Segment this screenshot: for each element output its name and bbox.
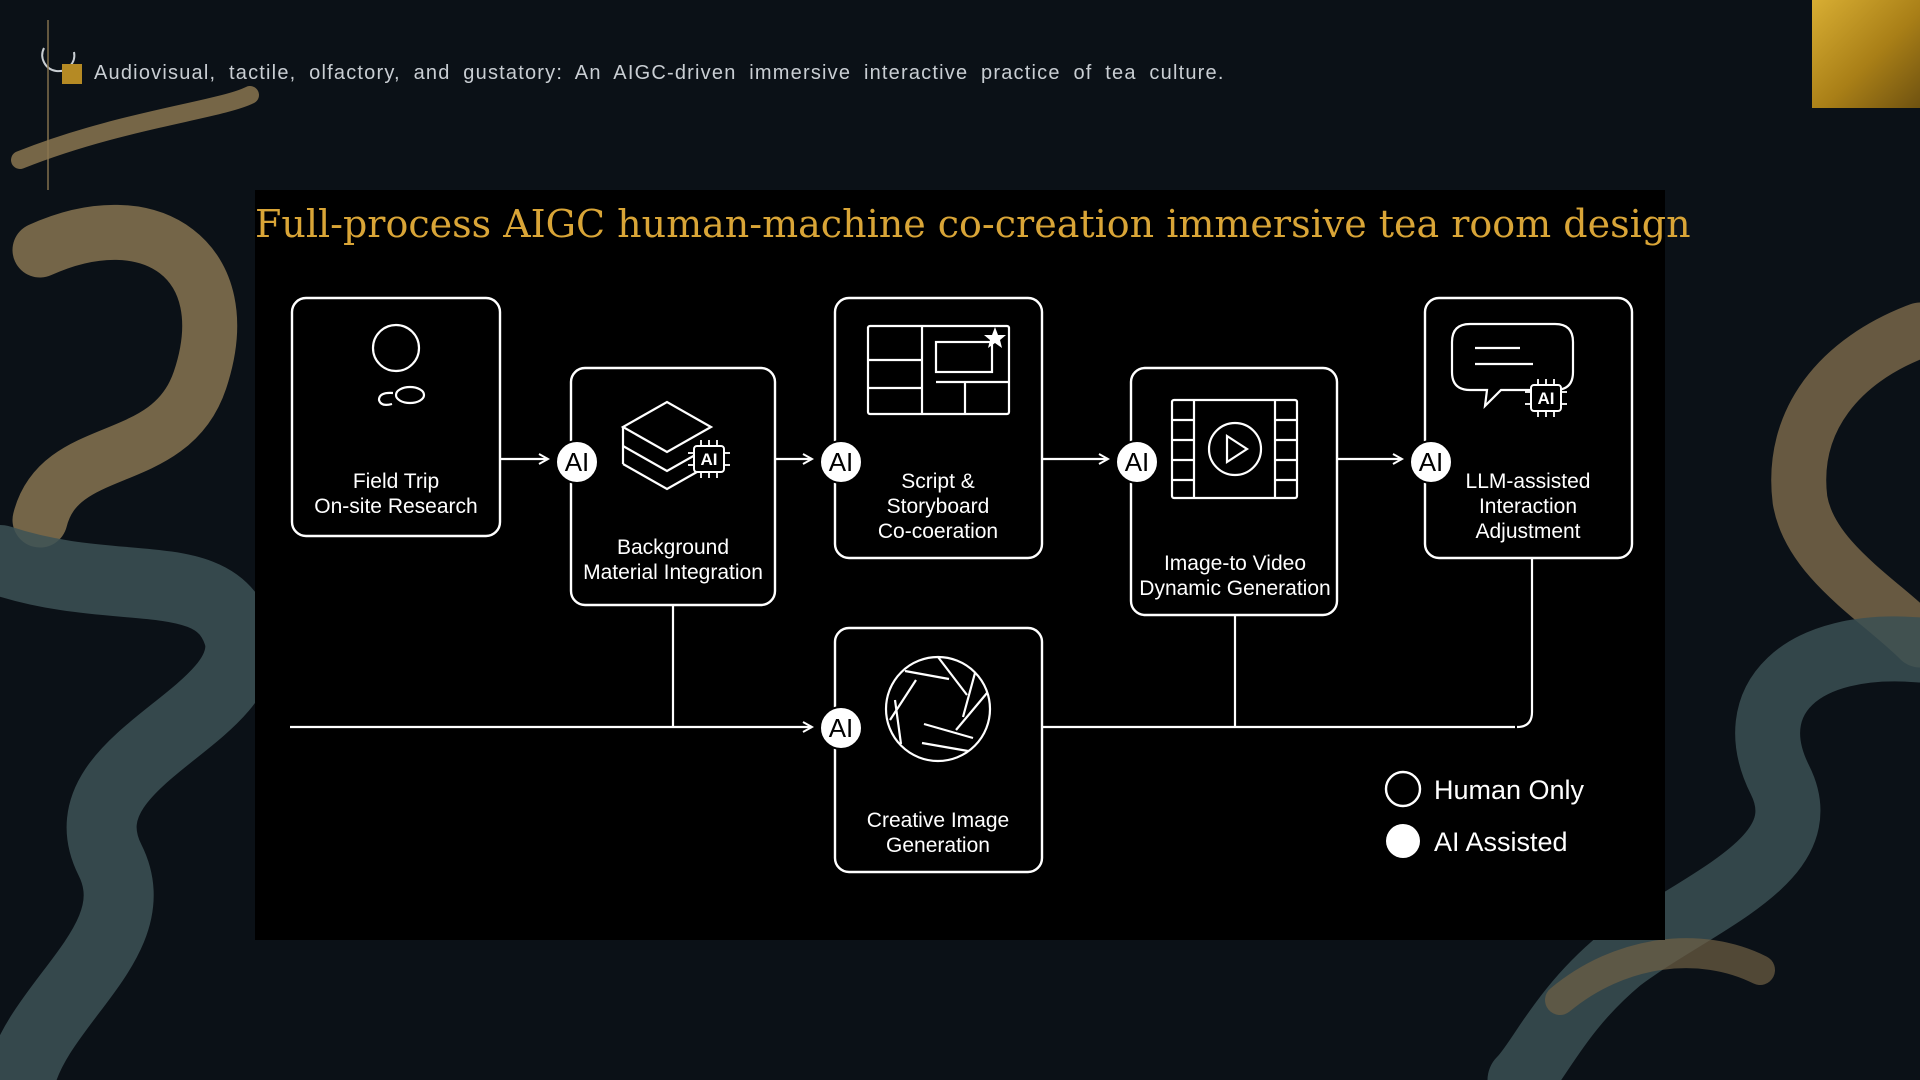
- diagram-title: Full-process AIGC human-machine co-creat…: [255, 202, 1691, 246]
- ai-badge-label-2: AI: [829, 447, 854, 477]
- ai-badge-2: AI: [819, 440, 863, 484]
- legend-ai-assisted-label: AI Assisted: [1434, 827, 1568, 857]
- ai-chip-icon-layers: AI: [688, 440, 730, 478]
- node-creative: [833, 626, 1044, 874]
- ai-badge-label-5: AI: [829, 713, 854, 743]
- ai-chip-label-chat: AI: [1538, 389, 1555, 408]
- corner-circle-ornament: [41, 47, 76, 73]
- line-llm-down: [1516, 559, 1534, 729]
- ai-badge-1: AI: [555, 440, 599, 484]
- label-script-3: Co-coeration: [878, 520, 998, 543]
- ai-badge-label-3: AI: [1125, 447, 1150, 477]
- ai-chip-label-layers: AI: [701, 450, 718, 469]
- gold-corner-block: [1812, 0, 1920, 108]
- legend: Human Only AI Assisted: [1384, 770, 1585, 858]
- ai-badge-3: AI: [1115, 440, 1159, 484]
- ai-badge-label-4: AI: [1419, 447, 1444, 477]
- brush-stroke-gold-left-2: [12, 204, 238, 548]
- label-llm-3: Adjustment: [1475, 520, 1580, 543]
- label-script-2: Storyboard: [887, 495, 990, 518]
- brush-stroke-gold-right-2: [1545, 938, 1775, 1015]
- label-background-1: Background: [617, 536, 729, 559]
- flow-diagram: AI AI Field Trip On-site Research Backgr…: [290, 296, 1634, 874]
- star-icon: [984, 327, 1006, 348]
- ai-badge-label-1: AI: [565, 447, 590, 477]
- brush-stroke-teal-left: [0, 525, 276, 1080]
- brush-stroke-gold-left: [11, 86, 259, 169]
- node-field-trip: [290, 296, 502, 538]
- label-image-video-1: Image-to Video: [1164, 552, 1306, 575]
- ai-chip-icon-chat: AI: [1525, 379, 1567, 417]
- storyboard-icon: [866, 324, 1011, 416]
- label-creative-2: Generation: [886, 834, 990, 857]
- node-image-video: [1129, 366, 1339, 617]
- label-field-trip-1: Field Trip: [353, 470, 439, 493]
- aperture-icon: [884, 655, 992, 763]
- label-image-video-2: Dynamic Generation: [1139, 577, 1330, 600]
- legend-human-only-marker: [1384, 770, 1422, 808]
- film-play-icon: [1170, 398, 1299, 500]
- node-script: [833, 296, 1044, 560]
- label-background-2: Material Integration: [583, 561, 763, 584]
- legend-human-only-label: Human Only: [1434, 775, 1585, 805]
- diagram-panel: AI AI Field Trip On-site Research Backgr…: [255, 190, 1691, 940]
- label-script-1: Script &: [901, 470, 975, 493]
- brush-stroke-gold-right: [1771, 302, 1920, 668]
- label-llm-1: LLM-assisted: [1466, 470, 1591, 493]
- ai-badge-4: AI: [1409, 440, 1453, 484]
- label-llm-2: Interaction: [1479, 495, 1577, 518]
- ai-badge-5: AI: [819, 706, 863, 750]
- label-creative-1: Creative Image: [867, 809, 1009, 832]
- legend-ai-assisted-marker: [1386, 824, 1420, 858]
- subtitle-bullet: [62, 64, 82, 84]
- page-subtitle: Audiovisual, tactile, olfactory, and gus…: [94, 62, 1225, 84]
- person-icon: [371, 323, 426, 406]
- brush-stroke-teal-right: [1487, 616, 1920, 1080]
- label-field-trip-2: On-site Research: [314, 495, 477, 518]
